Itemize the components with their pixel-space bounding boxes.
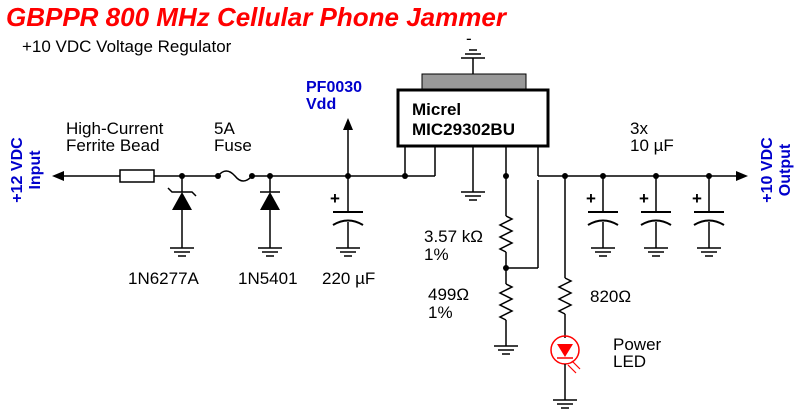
probe-label-line1: PF0030 <box>306 79 362 96</box>
regulator-heatsink-tab <box>421 73 527 91</box>
led-label-line2: LED <box>613 352 646 371</box>
output-arrow <box>736 171 748 181</box>
out-cap3-plus: + <box>692 189 702 208</box>
regulator-label-line2: MIC29302BU <box>412 120 515 139</box>
diagram-subtitle: +10 VDC Voltage Regulator <box>22 37 232 56</box>
resistor-r3 <box>557 277 573 315</box>
led-label-line1: Power <box>613 335 662 354</box>
input-label-line1: +12 VDC <box>9 137 26 203</box>
diode1-label: 1N6277A <box>128 269 200 288</box>
resistor-r2 <box>498 283 514 321</box>
r2-label-line1: 499Ω <box>428 285 469 304</box>
output-caps-label-line1: 3x <box>630 119 648 138</box>
heatsink-ground-dash: - <box>466 29 472 48</box>
r3-label: 820Ω <box>590 287 631 306</box>
tvs-diode <box>172 192 192 210</box>
resistor-r1 <box>498 215 514 253</box>
fuse-label-line2: Fuse <box>214 136 252 155</box>
fuse-label-line1: 5A <box>214 119 235 138</box>
probe-arrow <box>343 118 353 130</box>
out-cap1-plus: + <box>586 189 596 208</box>
r1-label-line2: 1% <box>424 245 449 264</box>
input-cap-plus: + <box>330 189 340 208</box>
diode2-label: 1N5401 <box>238 269 298 288</box>
input-label-line2: Input <box>27 150 44 190</box>
ferrite-bead-label-line1: High-Current <box>66 119 164 138</box>
diode-1n5401 <box>260 192 280 210</box>
output-label-line1: +10 VDC <box>759 137 776 203</box>
output-label-line2: Output <box>777 143 794 196</box>
ferrite-bead-label-line2: Ferrite Bead <box>66 136 160 155</box>
diagram-title: GBPPR 800 MHz Cellular Phone Jammer <box>6 2 508 32</box>
fuse-element <box>217 170 253 182</box>
input-arrow <box>52 171 64 181</box>
probe-label-line2: Vdd <box>306 96 336 113</box>
out-cap2-plus: + <box>639 189 649 208</box>
regulator-label-line1: Micrel <box>412 100 461 119</box>
input-cap-label: 220 µF <box>322 269 375 288</box>
r1-label-line1: 3.57 kΩ <box>424 227 483 246</box>
ferrite-bead <box>119 169 155 183</box>
r2-label-line2: 1% <box>428 303 453 322</box>
output-caps-label-line2: 10 µF <box>630 136 674 155</box>
